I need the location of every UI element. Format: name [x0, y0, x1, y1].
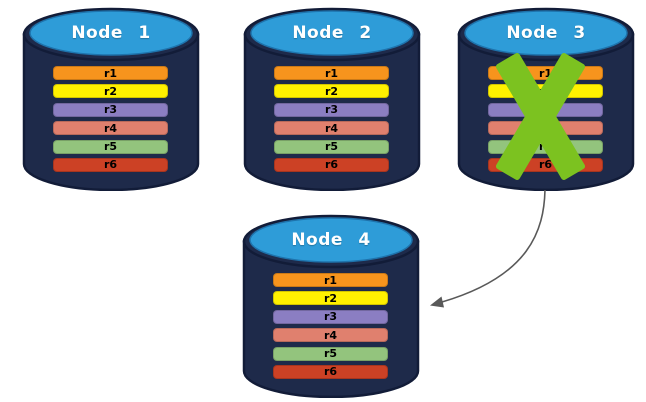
- node-4: Node 4 r1 r2 r3 r4 r5 r6: [242, 214, 420, 398]
- cylinder-top: [464, 10, 628, 56]
- node-2-title: Node 2: [292, 23, 372, 43]
- replica-row-label: r6: [538, 158, 553, 172]
- replica-row-r3: r3: [274, 102, 389, 117]
- replica-row-r5: r5: [274, 139, 389, 154]
- node-1-title: Node 1: [71, 23, 151, 43]
- replica-row-r5: r5: [53, 139, 168, 154]
- replica-row-r1: r1: [274, 66, 389, 80]
- replica-row-r4: r4: [273, 328, 388, 343]
- replica-row-label: r4: [323, 328, 338, 342]
- replica-row-r1: r1: [273, 273, 388, 287]
- replica-row-label: r3: [103, 103, 118, 117]
- node-1: Node 1 r1 r2 r3 r4 r5 r6: [22, 7, 200, 191]
- cylinder-top: [249, 217, 413, 263]
- replica-row-label: r3: [323, 310, 338, 324]
- node-4-title: Node 4: [291, 230, 371, 250]
- replica-row-label: r2: [103, 84, 118, 98]
- replica-row-r2: r2: [53, 84, 168, 99]
- replica-row-label: r2: [323, 291, 338, 305]
- replica-row-label: r1: [323, 273, 338, 287]
- replica-row-r2: r2: [274, 84, 389, 99]
- replica-row-label: r2: [324, 84, 339, 98]
- node-4-rows: r1 r2 r3 r4 r5 r6: [273, 273, 388, 383]
- replica-row-label: r5: [103, 140, 118, 154]
- failure-x-icon: [495, 53, 586, 180]
- replica-row-label: r6: [103, 158, 118, 172]
- arrowhead-icon: [430, 296, 444, 308]
- cylinder-top: [29, 10, 193, 56]
- node-2-rows: r1 r2 r3 r4 r5 r6: [274, 66, 389, 176]
- replica-row-label: r5: [323, 347, 338, 361]
- replica-row-r4: r4: [53, 121, 168, 136]
- replica-row-r6: r6: [274, 157, 389, 172]
- replica-row-r6: r6: [273, 364, 388, 379]
- replica-row-r3: r3: [53, 102, 168, 117]
- replica-row-r4: r4: [274, 121, 389, 136]
- arrow-curve: [441, 189, 546, 303]
- replica-row-label: r1: [103, 66, 118, 80]
- x-mark-shape: [495, 53, 586, 180]
- failover-arrow: [430, 189, 546, 308]
- replica-row-r1: r1: [53, 66, 168, 80]
- replica-row-label: r3: [324, 103, 339, 117]
- node-3-title: Node 3: [506, 23, 586, 43]
- node-2: Node 2 r1 r2 r3 r4 r5 r6: [243, 7, 421, 191]
- replica-row-label: r4: [324, 121, 339, 135]
- replica-row-label: r5: [324, 140, 339, 154]
- replica-row-r3: r3: [273, 309, 388, 324]
- replica-row-r6: r6: [53, 157, 168, 172]
- replica-row-r5: r5: [273, 346, 388, 361]
- replica-row-label: r1: [538, 66, 553, 80]
- replica-row-r2: r2: [273, 291, 388, 306]
- cylinder-top: [250, 10, 414, 56]
- node-1-rows: r1 r2 r3 r4 r5 r6: [53, 66, 168, 176]
- replica-row-label: r6: [324, 158, 339, 172]
- replica-row-label: r1: [324, 66, 339, 80]
- replica-row-label: r4: [103, 121, 118, 135]
- replica-row-label: r6: [323, 365, 338, 379]
